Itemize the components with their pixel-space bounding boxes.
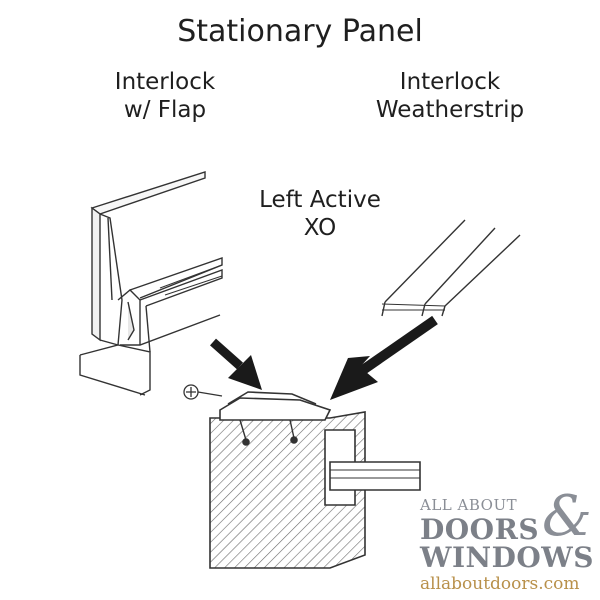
arrow-to-flap-icon	[210, 338, 262, 390]
label-left-active-line1: Left Active	[259, 187, 381, 213]
interlock-weatherstrip	[381, 219, 521, 317]
arrow-to-weatherstrip-icon	[330, 315, 438, 400]
logo-line1: ALL ABOUT	[420, 496, 518, 514]
logo-doors: DOORS	[420, 513, 540, 546]
sash-cross-section	[209, 391, 421, 569]
brand-logo: ALL ABOUT & DOORS WINDOWS allaboutdoors.…	[420, 484, 595, 594]
screw-icon	[183, 384, 223, 400]
interlock-flap-extrusion	[79, 171, 223, 396]
label-interlock-weatherstrip: Interlock Weatherstrip	[350, 68, 550, 124]
label-left-active-line2: XO	[303, 215, 337, 242]
label-interlock-flap: Interlock w/ Flap	[95, 68, 235, 124]
logo-ampersand: &	[542, 484, 592, 549]
label-interlock-weatherstrip-line2: Weatherstrip	[375, 97, 525, 124]
label-interlock-flap-line2: w/ Flap	[123, 97, 207, 124]
diagram-title: Stationary Panel	[177, 14, 423, 49]
label-left-active: Left Active XO	[240, 186, 400, 242]
logo-windows: WINDOWS	[420, 541, 594, 574]
label-interlock-weatherstrip-line1: Interlock	[399, 69, 501, 95]
logo-url: allaboutdoors.com	[420, 574, 580, 594]
label-interlock-flap-line1: Interlock	[114, 69, 216, 95]
